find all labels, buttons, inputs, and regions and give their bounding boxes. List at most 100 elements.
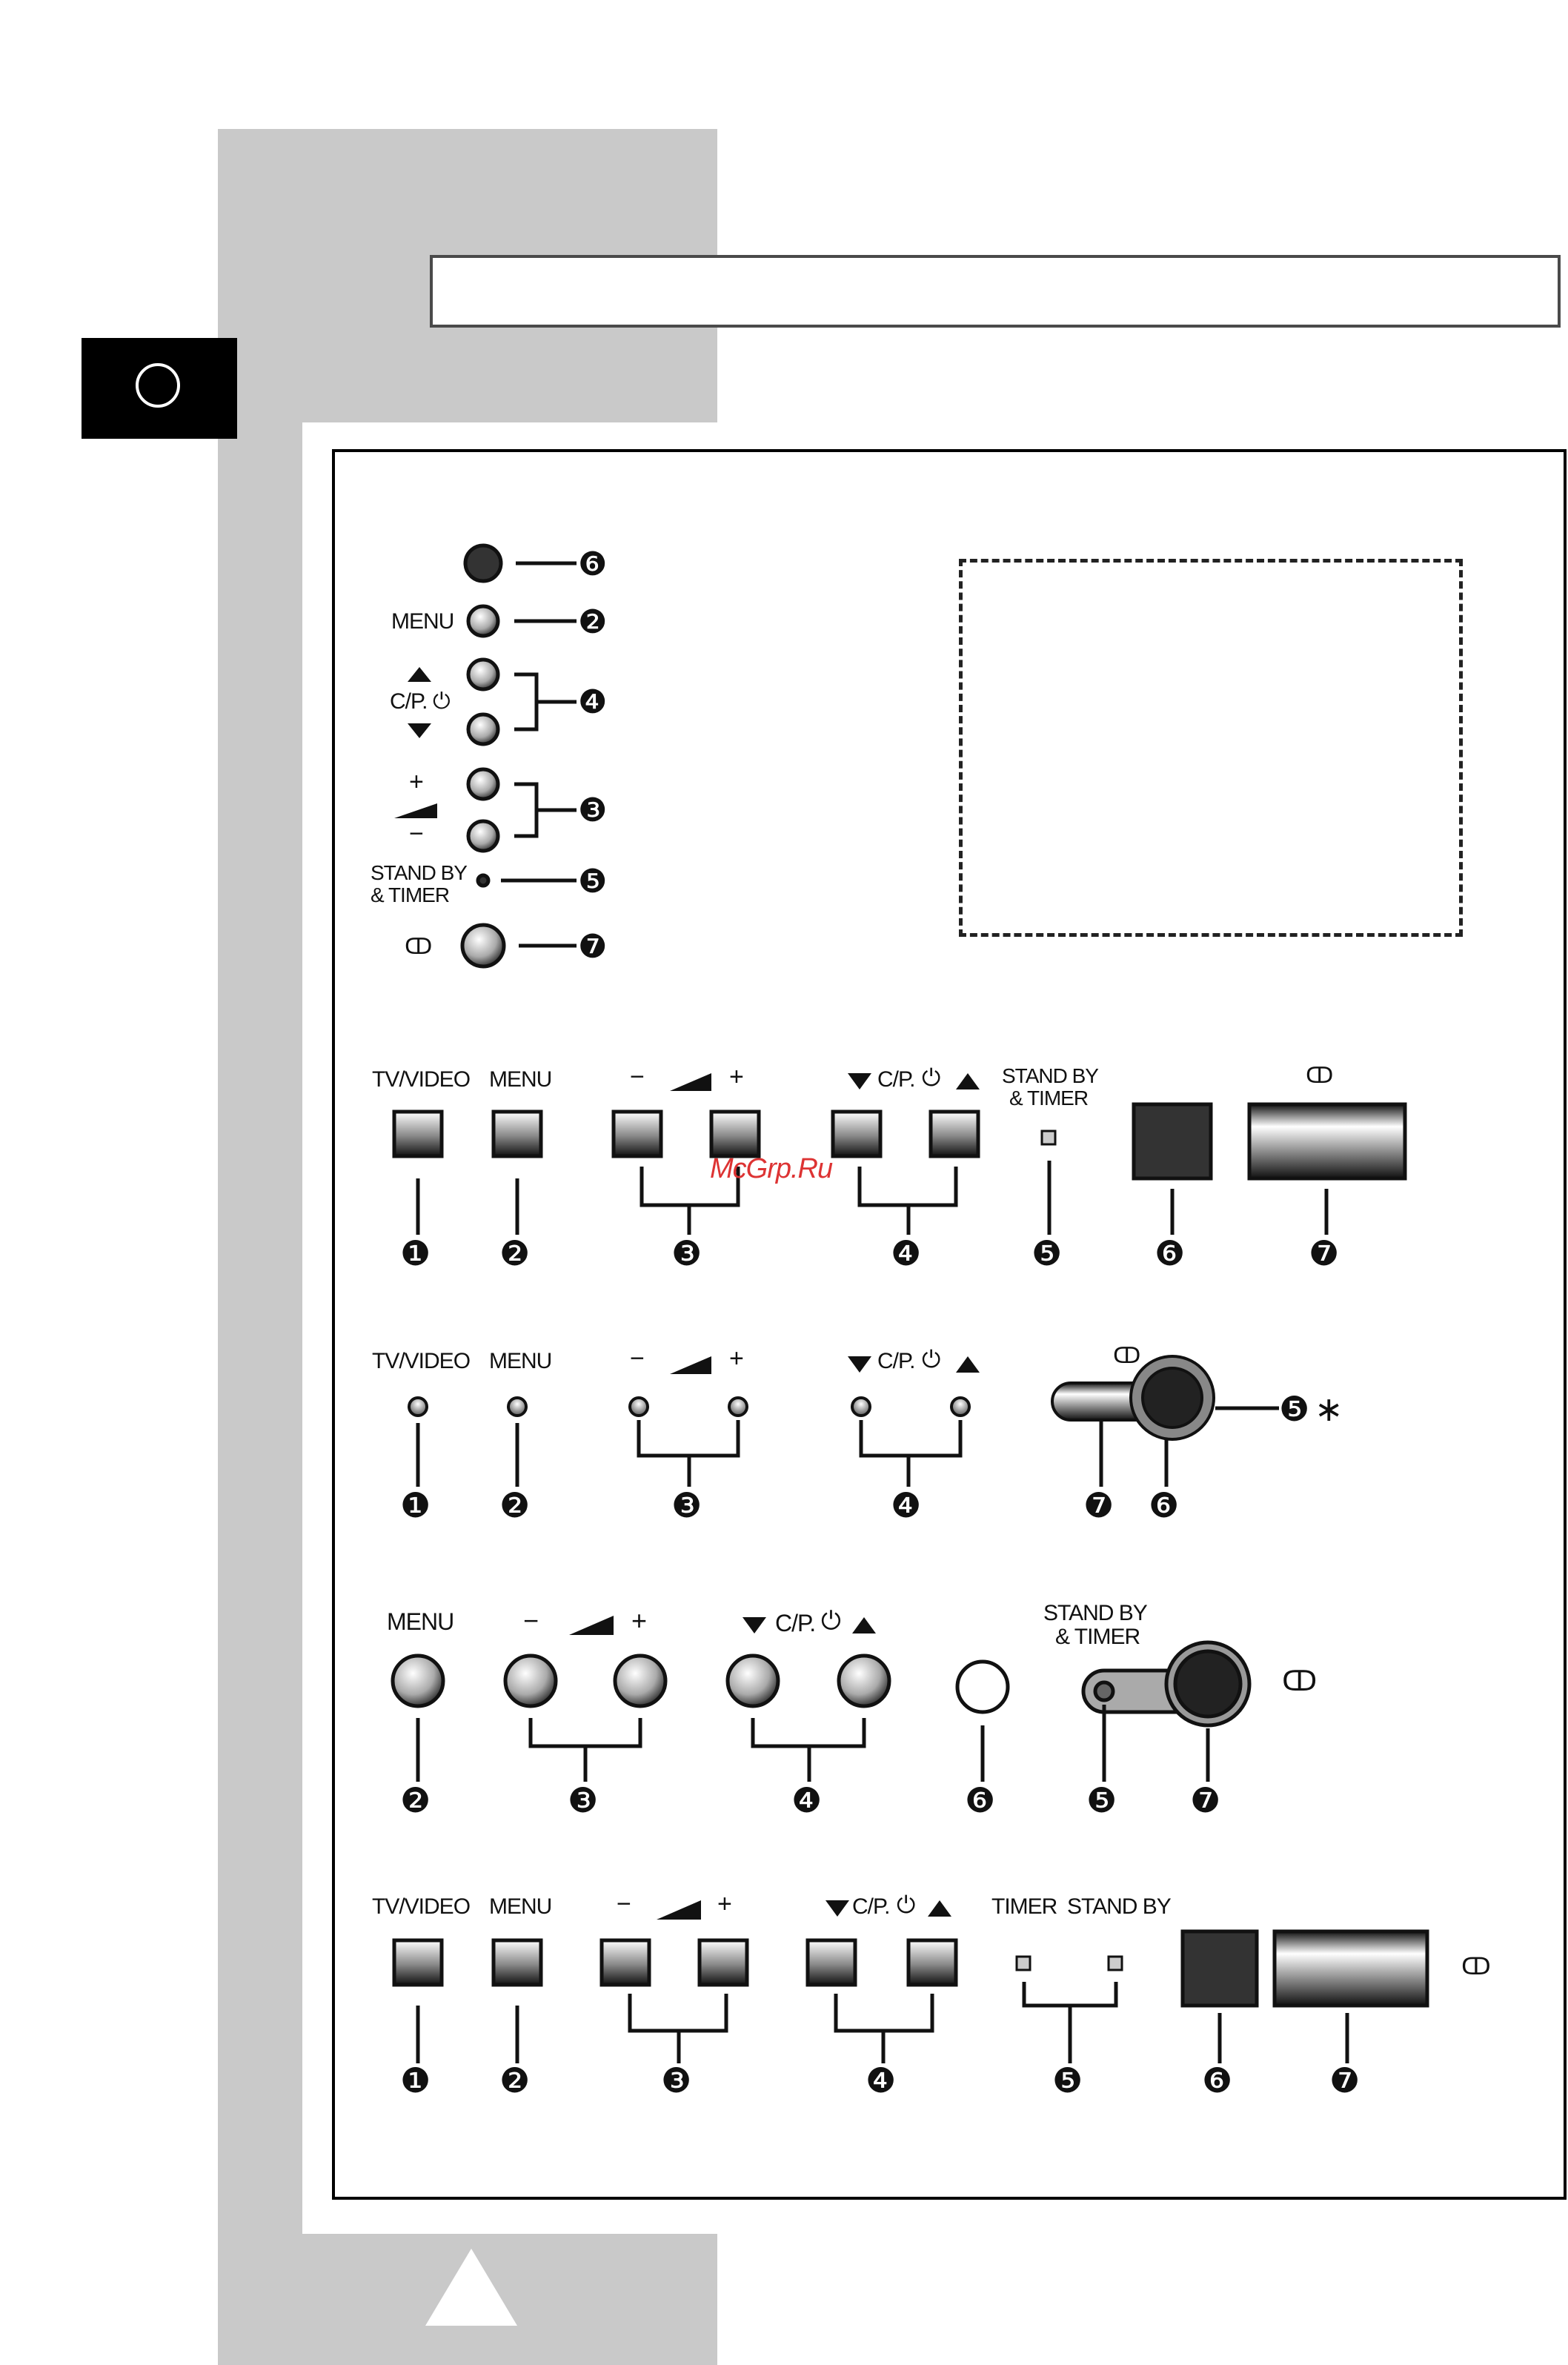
callout-6: ❻ (1149, 1485, 1178, 1525)
vol-up-button (468, 769, 498, 799)
callout-7: ❼ (1190, 1780, 1220, 1820)
watermark: McGrp.Ru (710, 1153, 832, 1185)
callout-4: ❹ (891, 1233, 920, 1273)
cp-up-button (931, 1112, 978, 1156)
cp-down-button (468, 714, 498, 744)
callout-1: ❶ (400, 1485, 430, 1525)
callout-6: ❻ (1155, 1233, 1184, 1273)
menu-button (494, 1112, 541, 1156)
vol-plus-button (700, 1940, 747, 1985)
panel4-cp-label: C/P. (775, 1610, 815, 1637)
callout-3: ❸ (661, 2060, 691, 2100)
panel3-cp-label: C/P. (877, 1349, 914, 1374)
panel5-tvvideo-label: TV/VIDEO (372, 1894, 470, 1920)
callout-2: ❷ (499, 2060, 529, 2100)
panel1-plus: + (409, 768, 423, 797)
panel2-minus: − (630, 1063, 644, 1092)
panel1-minus: − (409, 820, 423, 849)
panel1-standby-line1: STAND BY (371, 861, 467, 885)
cp-up-button (908, 1940, 956, 1985)
vol-plus-button (711, 1112, 759, 1156)
tvvideo-button (394, 1940, 442, 1985)
tvvideo-led (409, 1398, 427, 1416)
panel5-standby-label: STAND BY (1067, 1894, 1171, 1920)
callout-7: ❼ (578, 928, 606, 966)
panel1-power-icon: ⏻ (433, 689, 450, 714)
panel3-main-power-icon: ↀ (1113, 1343, 1140, 1369)
callout-2: ❷ (400, 1780, 430, 1820)
callout-3: ❸ (671, 1233, 701, 1273)
callout-2: ❷ (499, 1485, 529, 1525)
timer-led (1017, 1957, 1030, 1970)
panel2-main-power-icon: ↀ (1306, 1063, 1332, 1089)
power-bar (1249, 1104, 1405, 1178)
menu-button (494, 1940, 541, 1985)
callout-3: ❸ (671, 1485, 701, 1525)
panel2-power-icon: ⏻ (922, 1064, 940, 1092)
panel2-tvvideo-label: TV/VIDEO (372, 1067, 470, 1092)
vol-plus-led (729, 1398, 747, 1416)
asterisk-icon: ∗ (1315, 1389, 1343, 1429)
panel4-menu-label: MENU (387, 1608, 454, 1636)
vol-minus-led (630, 1398, 648, 1416)
panel1-standby-line2: & TIMER (371, 883, 449, 907)
callout-7: ❼ (1083, 1485, 1113, 1525)
vol-down-button (468, 821, 498, 851)
cp-down-led (852, 1398, 870, 1416)
standby-led (478, 875, 488, 886)
panel2-standby-line1: STAND BY (1002, 1064, 1098, 1088)
power-button (1175, 1651, 1240, 1716)
standby-led (1042, 1131, 1055, 1144)
panel4-standby-line2: & TIMER (1055, 1625, 1140, 1650)
panel3-plus: + (729, 1344, 743, 1373)
button-6 (1143, 1368, 1202, 1427)
tvvideo-button (394, 1112, 442, 1156)
callout-7: ❼ (1309, 1233, 1338, 1273)
standby-led (1109, 1957, 1122, 1970)
panel5-menu-label: MENU (489, 1894, 551, 1920)
callout-2: ❷ (499, 1233, 529, 1273)
panel1-menu-label: MENU (391, 609, 454, 634)
panel4-power-icon: ⏻ (821, 1607, 840, 1636)
button-6 (465, 545, 501, 581)
panel3-menu-label: MENU (489, 1349, 551, 1374)
callout-3: ❸ (568, 1780, 597, 1820)
button-6 (1183, 1931, 1257, 2006)
power-bar (1275, 1931, 1427, 2006)
cp-down-button (808, 1940, 855, 1985)
callout-4: ❹ (891, 1485, 920, 1525)
callout-1: ❶ (400, 2060, 430, 2100)
vol-plus-button (615, 1656, 665, 1706)
panel-3 (409, 1356, 1279, 1487)
callout-5: ❺ (1032, 1233, 1061, 1273)
panel2-menu-label: MENU (489, 1067, 551, 1092)
panel4-plus: + (631, 1605, 646, 1636)
panel2-standby-line2: & TIMER (1009, 1087, 1088, 1110)
button-6 (957, 1662, 1008, 1712)
panel3-power-icon: ⏻ (922, 1346, 940, 1374)
callout-4: ❹ (791, 1780, 821, 1820)
panel5-minus: − (617, 1890, 631, 1919)
callout-4: ❹ (866, 2060, 895, 2100)
menu-led (508, 1398, 526, 1416)
panel3-tvvideo-label: TV/VIDEO (372, 1349, 470, 1374)
panel2-plus: + (729, 1063, 743, 1092)
panel-5 (394, 1900, 1427, 2063)
callout-4: ❹ (578, 683, 606, 721)
menu-button (393, 1656, 443, 1706)
panel4-standby-line1: STAND BY (1043, 1601, 1147, 1626)
panel4-minus: − (523, 1605, 538, 1636)
callout-3: ❸ (578, 792, 606, 829)
callout-5: ❺ (578, 863, 606, 900)
callout-6: ❻ (1202, 2060, 1232, 2100)
panel1-cp-label: C/P. (390, 689, 427, 714)
vol-minus-button (505, 1656, 556, 1706)
vol-minus-button (602, 1940, 649, 1985)
callout-5: ❺ (1086, 1780, 1116, 1820)
panel3-minus: − (630, 1344, 644, 1373)
callout-6: ❻ (578, 545, 606, 583)
panel5-cp-label: C/P. (852, 1894, 889, 1920)
cp-down-button (833, 1112, 880, 1156)
cp-up-button (468, 660, 498, 689)
panel-2 (394, 1073, 1405, 1235)
